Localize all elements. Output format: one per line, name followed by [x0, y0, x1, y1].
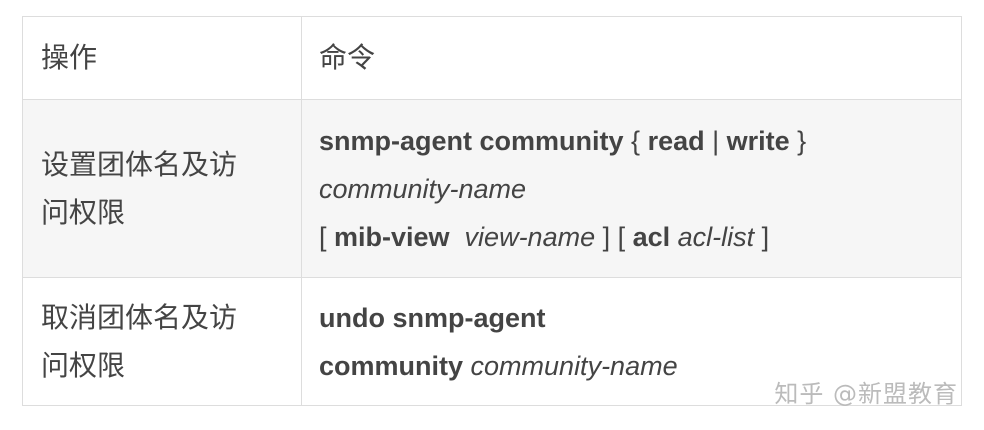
command-line: undo snmp-agent	[319, 294, 961, 342]
header-command: 命令	[319, 41, 376, 74]
syntax: ] [	[595, 221, 633, 252]
command-cell: undo snmp-agent community community-name	[302, 278, 961, 406]
keyword: undo snmp-agent	[319, 303, 546, 333]
parameter: community-name	[319, 173, 527, 204]
header-operation: 操作	[23, 17, 302, 99]
command-cell: snmp-agent community { read | write } co…	[302, 100, 961, 277]
keyword: acl	[632, 221, 671, 252]
syntax: [	[319, 221, 335, 252]
table-row: 取消团体名及访 问权限 undo snmp-agent community co…	[23, 278, 961, 406]
parameter: view-name	[449, 221, 596, 252]
keyword: mib-view	[334, 221, 450, 252]
parameter: acl-list	[670, 221, 755, 252]
syntax: |	[704, 125, 727, 156]
command-line: snmp-agent community { read | write }	[319, 117, 961, 165]
command-line: [ mib-view view-name ] [ acl acl-list ]	[319, 213, 961, 261]
command-table: 操作 命令 设置团体名及访 问权限 snmp-agent community {…	[22, 16, 962, 406]
table-row: 设置团体名及访 问权限 snmp-agent community { read …	[23, 100, 961, 278]
operation-cell: 取消团体名及访 问权限	[23, 278, 302, 406]
operation-cell: 设置团体名及访 问权限	[23, 100, 302, 277]
parameter: community-name	[463, 351, 678, 381]
command-line: community community-name	[319, 342, 961, 390]
keyword: community	[319, 351, 464, 381]
keyword: snmp-agent community	[319, 125, 624, 156]
syntax: ]	[754, 221, 770, 252]
operation-text: 取消团体名及访	[41, 301, 238, 334]
watermark: 知乎 @新盟教育	[774, 380, 958, 408]
syntax: {	[623, 125, 648, 156]
operation-text: 问权限	[41, 195, 126, 229]
operation-text: 设置团体名及访	[41, 147, 238, 181]
keyword: read	[647, 125, 705, 156]
keyword: write	[726, 125, 790, 156]
syntax: }	[789, 125, 807, 156]
table-header-row: 操作 命令	[23, 17, 961, 100]
command-line: community-name	[319, 165, 961, 213]
operation-text: 问权限	[41, 349, 126, 382]
